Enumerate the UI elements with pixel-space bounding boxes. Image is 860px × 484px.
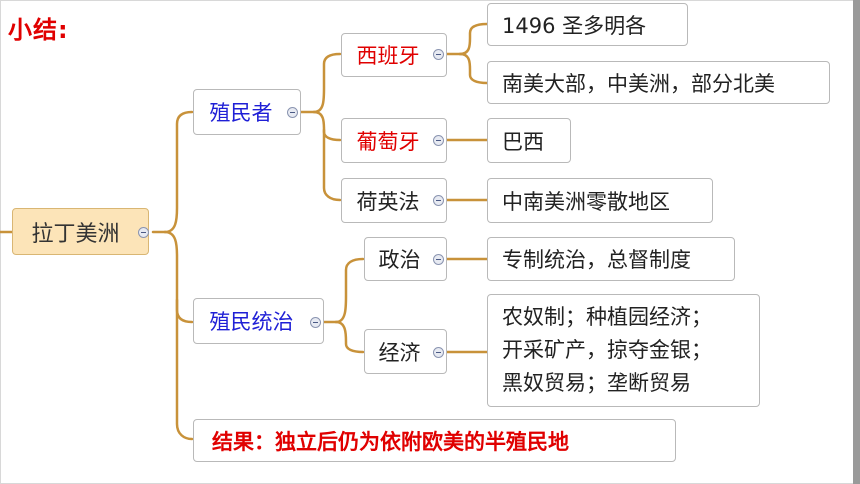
- leaf-politics-detail[interactable]: 专制统治，总督制度: [487, 237, 735, 281]
- collapse-toggle-icon[interactable]: [433, 135, 444, 146]
- node-colonial-rule[interactable]: 殖民统治: [193, 298, 324, 344]
- node-politics-label: 政治: [378, 248, 421, 272]
- node-portugal[interactable]: 葡萄牙: [341, 118, 447, 163]
- economy-line: 黑奴贸易；垄断贸易: [502, 371, 691, 395]
- collapse-toggle-icon[interactable]: [433, 195, 444, 206]
- node-colonizers-label: 殖民者: [209, 101, 273, 125]
- leaf-spain-date[interactable]: 1496 圣多明各: [487, 3, 688, 46]
- leaf-politics-detail-text: 专制统治，总督制度: [502, 248, 691, 272]
- leaf-spain-territory-text: 南美大部，中美洲，部分北美: [502, 71, 775, 96]
- economy-line: 开采矿产，掠夺金银；: [502, 338, 712, 362]
- slide-heading: 小结:: [8, 16, 69, 44]
- leaf-others-region[interactable]: 中南美洲零散地区: [487, 178, 713, 223]
- root-label: 拉丁美洲: [31, 221, 120, 247]
- node-colonizers[interactable]: 殖民者: [193, 89, 301, 135]
- leaf-spain-date-text: 1496 圣多明各: [502, 13, 647, 38]
- collapse-toggle-icon[interactable]: [287, 107, 298, 118]
- collapse-toggle-icon[interactable]: [310, 317, 321, 328]
- leaf-spain-territory[interactable]: 南美大部，中美洲，部分北美: [487, 61, 830, 104]
- economy-line: 农奴制；种植园经济；: [502, 305, 712, 329]
- collapse-toggle-icon[interactable]: [138, 227, 149, 238]
- node-economy-label: 经济: [378, 340, 421, 365]
- collapse-toggle-icon[interactable]: [433, 49, 444, 60]
- node-spain[interactable]: 西班牙: [341, 33, 447, 77]
- node-others-label: 荷英法: [356, 189, 420, 214]
- node-result[interactable]: 结果：独立后仍为依附欧美的半殖民地: [193, 419, 676, 462]
- collapse-toggle-icon[interactable]: [433, 254, 444, 265]
- leaf-others-region-text: 中南美洲零散地区: [502, 189, 670, 214]
- leaf-portugal-brazil-text: 巴西: [502, 129, 544, 154]
- right-edge-bar: [853, 0, 860, 484]
- collapse-toggle-icon[interactable]: [433, 347, 444, 358]
- node-colonial-rule-label: 殖民统治: [209, 310, 294, 334]
- node-others[interactable]: 荷英法: [341, 178, 447, 223]
- node-result-label: 结果：独立后仍为依附欧美的半殖民地: [212, 429, 569, 454]
- root-node[interactable]: 拉丁美洲: [12, 208, 149, 255]
- leaf-portugal-brazil[interactable]: 巴西: [487, 118, 571, 163]
- node-portugal-label: 葡萄牙: [356, 129, 420, 154]
- node-spain-label: 西班牙: [356, 44, 420, 68]
- leaf-economy-detail[interactable]: 农奴制；种植园经济； 开采矿产，掠夺金银； 黑奴贸易；垄断贸易: [487, 294, 760, 407]
